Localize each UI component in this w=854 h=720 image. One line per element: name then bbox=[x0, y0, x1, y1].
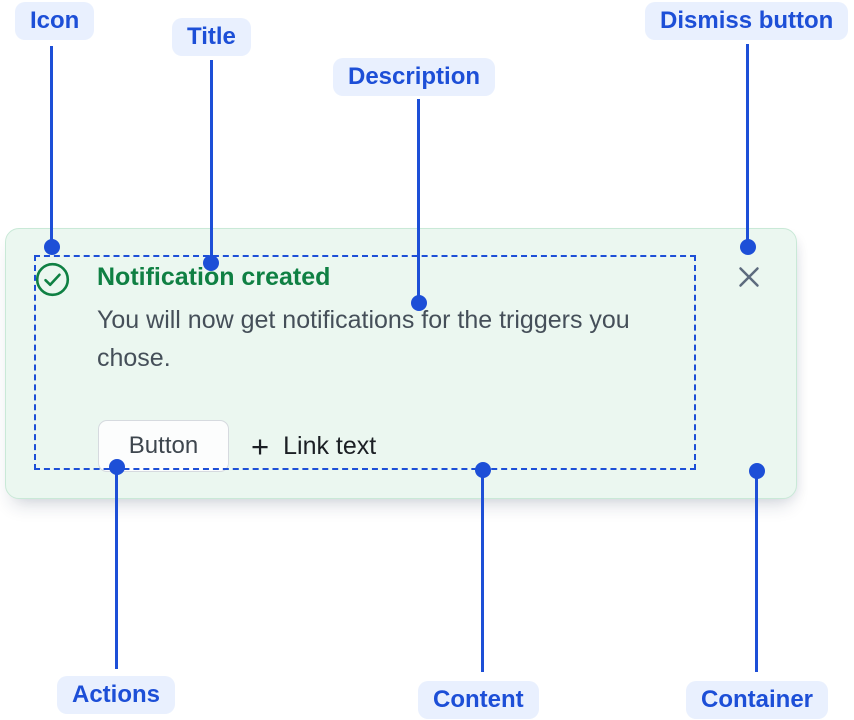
content-annotation-dot bbox=[475, 462, 491, 478]
content-annotation-line bbox=[481, 470, 484, 672]
title-annotation-label: Title bbox=[172, 18, 251, 56]
actions-annotation-line bbox=[115, 467, 118, 669]
flag-description: You will now get notifications for the t… bbox=[97, 306, 630, 372]
description-annotation-dot bbox=[411, 295, 427, 311]
icon-annotation-dot bbox=[44, 239, 60, 255]
plus-icon: + bbox=[251, 428, 270, 464]
description-annotation-line bbox=[417, 99, 420, 303]
flag-container: Notification created You will now get no… bbox=[5, 228, 797, 499]
flag-link-label: Link text bbox=[283, 431, 377, 460]
dismiss-button[interactable] bbox=[735, 264, 763, 292]
icon-annotation-label: Icon bbox=[15, 2, 95, 40]
title-annotation-dot bbox=[203, 255, 219, 271]
icon-annotation-line bbox=[50, 46, 53, 247]
actions-annotation-label: Actions bbox=[57, 676, 176, 714]
dismiss-annotation-dot bbox=[740, 239, 756, 255]
actions-annotation-dot bbox=[109, 459, 125, 475]
close-icon bbox=[736, 264, 762, 293]
success-check-icon bbox=[35, 262, 70, 297]
container-annotation-label: Container bbox=[686, 681, 829, 719]
description-annotation-label: Description bbox=[333, 58, 496, 96]
content-annotation-label: Content bbox=[418, 681, 539, 719]
dismiss-annotation-line bbox=[746, 44, 749, 247]
container-annotation-dot bbox=[749, 463, 765, 479]
title-annotation-line bbox=[210, 60, 213, 263]
flag-action-link[interactable]: + Link text bbox=[251, 431, 376, 462]
container-annotation-line bbox=[755, 471, 758, 672]
flag-actions: Button + Link text bbox=[98, 420, 376, 472]
dismiss-annotation-label: Dismiss button bbox=[645, 2, 849, 40]
